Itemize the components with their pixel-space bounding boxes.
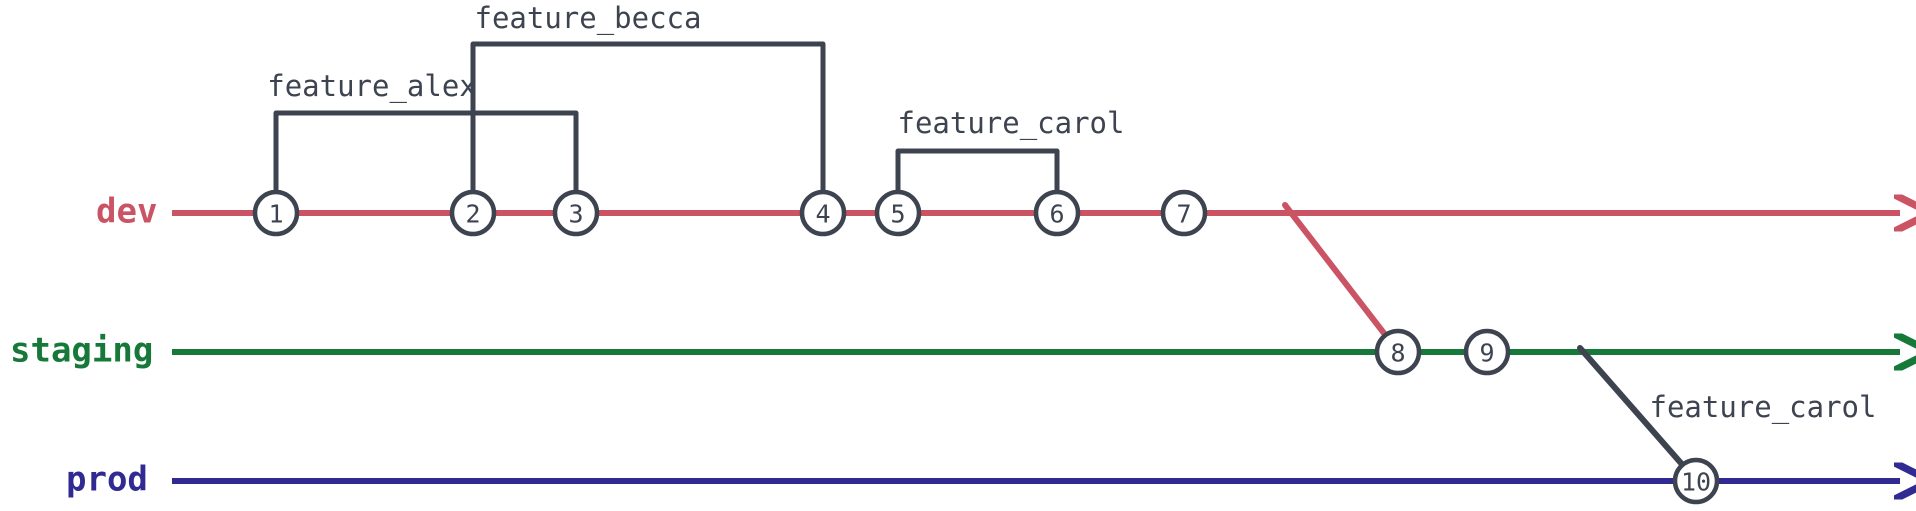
feature-bracket-feature-becca bbox=[470, 41, 826, 195]
branch-label-prod: prod bbox=[66, 460, 148, 500]
merge-line-staging-to-prod bbox=[1577, 345, 1690, 473]
branch-label-staging: staging bbox=[10, 331, 153, 371]
commit-circle-3[interactable] bbox=[552, 189, 600, 237]
commit-circle-1[interactable] bbox=[252, 189, 300, 237]
commit-node[interactable]: 8 bbox=[1374, 328, 1422, 376]
commit-node[interactable]: 5 bbox=[874, 189, 922, 237]
commit-circle-2[interactable] bbox=[449, 189, 497, 237]
branch-labels: dev staging prod bbox=[10, 192, 157, 500]
commit-node[interactable]: 7 bbox=[1160, 189, 1208, 237]
commit-node[interactable]: 6 bbox=[1033, 189, 1081, 237]
feature-label-merge-staging-to-prod: feature_carol bbox=[1650, 390, 1877, 425]
feature-label-feature-alex: feature_alex bbox=[267, 69, 477, 104]
feature-label-feature-becca: feature_becca bbox=[475, 1, 702, 36]
commit-nodes: 1 2 3 4 5 6 7 8 9 10 bbox=[252, 189, 1720, 505]
feature-brackets bbox=[273, 41, 1060, 195]
commit-circle-9[interactable] bbox=[1463, 328, 1511, 376]
commit-label-9: 9 bbox=[1479, 339, 1494, 368]
commit-node[interactable]: 3 bbox=[552, 189, 600, 237]
commit-circle-4[interactable] bbox=[799, 189, 847, 237]
commit-label-10: 10 bbox=[1681, 468, 1711, 497]
feature-bracket-feature-alex bbox=[273, 110, 579, 195]
merge-connectors bbox=[1282, 202, 1690, 473]
commit-label-8: 8 bbox=[1390, 339, 1405, 368]
branch-lines bbox=[172, 213, 1900, 481]
commit-label-4: 4 bbox=[815, 200, 830, 229]
commit-label-5: 5 bbox=[890, 200, 905, 229]
commit-label-1: 1 bbox=[268, 200, 283, 229]
commit-circle-8[interactable] bbox=[1374, 328, 1422, 376]
commit-node[interactable]: 2 bbox=[449, 189, 497, 237]
commit-circle-6[interactable] bbox=[1033, 189, 1081, 237]
commit-node[interactable]: 1 bbox=[252, 189, 300, 237]
commit-circle-10[interactable] bbox=[1672, 457, 1720, 505]
commit-circle-5[interactable] bbox=[874, 189, 922, 237]
commit-node[interactable]: 9 bbox=[1463, 328, 1511, 376]
feature-label-feature-carol-dev: feature_carol bbox=[898, 106, 1125, 141]
merge-line-dev-to-staging bbox=[1282, 202, 1393, 344]
commit-node[interactable]: 4 bbox=[799, 189, 847, 237]
commit-label-2: 2 bbox=[465, 200, 480, 229]
branch-label-dev: dev bbox=[96, 192, 157, 232]
feature-bracket-feature-carol-dev bbox=[895, 148, 1060, 195]
commit-label-6: 6 bbox=[1049, 200, 1064, 229]
commit-label-7: 7 bbox=[1176, 200, 1191, 229]
commit-node[interactable]: 10 bbox=[1672, 457, 1720, 505]
feature-labels: feature_alex feature_becca feature_carol… bbox=[267, 1, 1876, 425]
commit-circle-7[interactable] bbox=[1160, 189, 1208, 237]
commit-label-3: 3 bbox=[568, 200, 583, 229]
